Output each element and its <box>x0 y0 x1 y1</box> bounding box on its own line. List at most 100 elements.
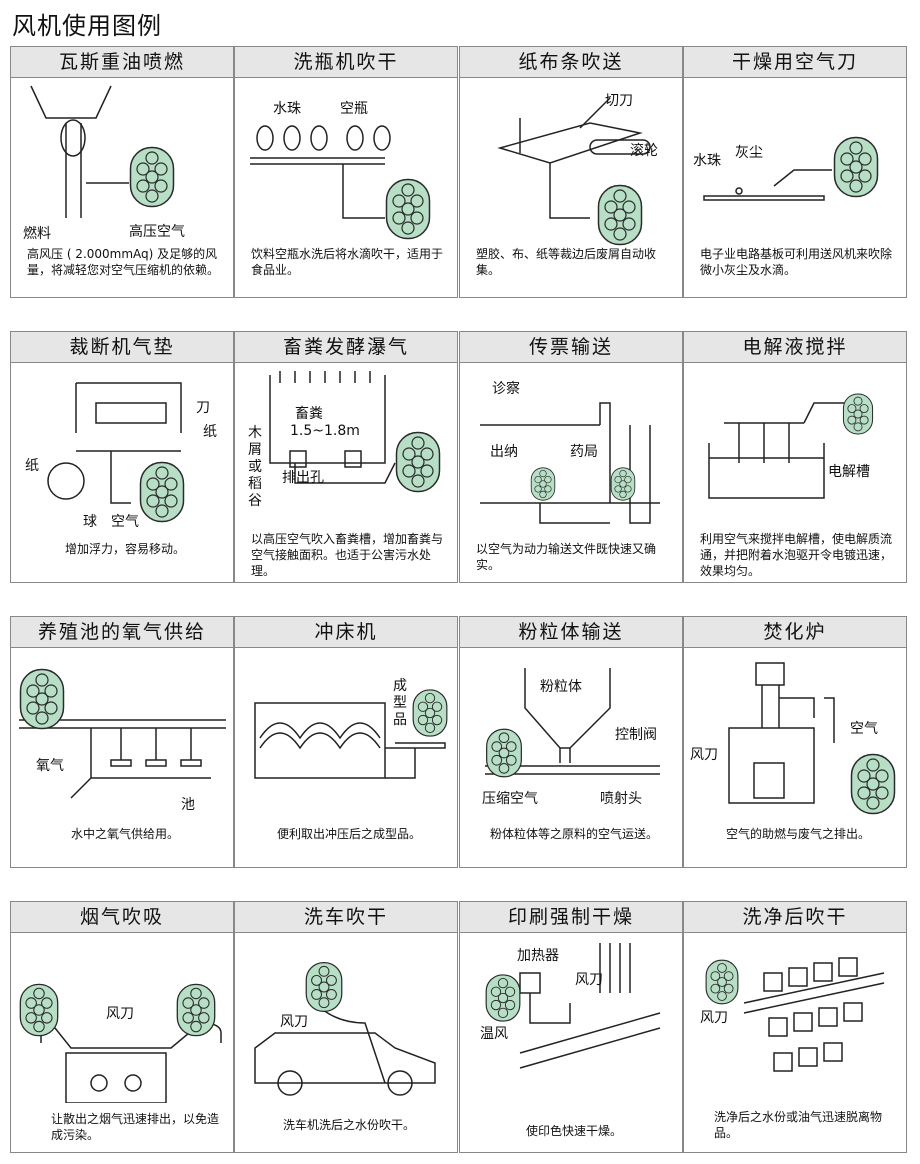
card-caption: 使印色快速干燥。 <box>525 1124 622 1138</box>
card-incinerator: 焚化炉 风刀 空气 空气的助燃与废气之排出。 <box>683 616 907 868</box>
card-print-forced-drying: 印刷强制干燥 加热器 风刀 温风 使印色快速干燥。 <box>459 901 683 1153</box>
card-title: 洗净后吹干 <box>684 902 906 933</box>
card-pond-oxygen-supply: 养殖池的氧气供给 氧气 池 水中之氧气供给用。 <box>10 616 234 868</box>
card-title: 传票输送 <box>460 332 682 363</box>
strip-diagram <box>497 97 651 219</box>
label-pond: 池 <box>181 797 195 813</box>
label-paper: 纸 <box>203 424 217 440</box>
card-caption: 塑胶、布、纸等裁边后废屑自动收集。 <box>476 247 657 277</box>
card-title: 粉粒体输送 <box>460 617 682 648</box>
card-title: 冲床机 <box>235 617 457 648</box>
card-paper-strip-conveying: 纸布条吹送 切刀 滚轮 塑胶、布、纸等裁边后废屑自动收集。 <box>459 46 683 298</box>
fan-icon <box>305 961 343 1013</box>
label-air-knife: 风刀 <box>690 747 718 763</box>
card-caption: 以高压空气吹入畜粪槽，增加畜粪与空气接触面积。也适于公害污水处理。 <box>251 532 444 578</box>
fan-icon <box>395 431 441 493</box>
card-post-wash-drying: 洗净后吹干 风刀 洗净后之水份或油气迅速脱离物品。 <box>683 901 907 1153</box>
card-gas-oil-burner: 瓦斯重油喷燃 燃料 高压空气 高风压 ( 2.000mmAq) 及足够的风量，将… <box>10 46 234 298</box>
label-dust: 灰尘 <box>735 145 763 161</box>
card-title: 干燥用空气刀 <box>684 47 906 78</box>
fan-icon <box>19 983 59 1037</box>
label-cutter: 切刀 <box>605 93 633 109</box>
card-caption: 洗车机洗后之水份吹干。 <box>282 1118 415 1132</box>
card-car-wash-drying: 洗车吹干 风刀 洗车机洗后之水份吹干。 <box>234 901 458 1153</box>
fan-icon <box>610 467 636 501</box>
card-title: 焚化炉 <box>684 617 906 648</box>
card-caption: 以空气为动力输送文件既快速又确实。 <box>476 542 657 572</box>
card-caption: 高风压 ( 2.000mmAq) 及足够的风量，将减轻您对空气压缩机的依赖。 <box>27 247 220 277</box>
electrolytic-tank-diagram <box>708 402 844 499</box>
fan-icon <box>842 393 874 435</box>
card-title: 电解液搅拌 <box>684 332 906 363</box>
air-knife-diagram <box>703 169 832 201</box>
label-consultation: 诊察 <box>492 381 520 397</box>
card-caption: 水中之氧气供给用。 <box>70 827 179 841</box>
card-caption: 电子业电路基板可利用送风机来吹除微小灰尘及水滴。 <box>700 247 893 277</box>
label-air: 空气 <box>850 721 878 737</box>
label-knife: 刀 <box>196 400 210 416</box>
card-document-conveying: 传票输送 诊察 出纳 药局 以空气为动力输送文件既快速又确实。 <box>459 331 683 583</box>
label-water-drops: 水珠 <box>693 153 721 169</box>
label-cashier: 出纳 <box>490 444 518 460</box>
label-fuel: 燃料 <box>23 226 51 242</box>
card-title: 烟气吹吸 <box>11 902 233 933</box>
fan-icon <box>705 959 739 1005</box>
card-title: 印刷强制干燥 <box>460 902 682 933</box>
card-bottle-dryer: 洗瓶机吹干 水珠 空瓶 饮料空瓶水洗后将水滴吹干，适用于食品业。 <box>234 46 458 298</box>
label-manure: 畜粪 <box>295 406 323 422</box>
incinerator-diagram <box>728 662 835 804</box>
label-compressed-air: 压缩空气 <box>482 791 538 807</box>
label-empty-bottle: 空瓶 <box>340 101 368 117</box>
label-oxygen: 氧气 <box>36 758 64 774</box>
fan-icon <box>19 668 65 730</box>
bottle-diagram <box>250 125 391 219</box>
label-warm-air: 温风 <box>480 1026 508 1042</box>
label-electrolytic-tank: 电解槽 <box>828 464 870 480</box>
card-electrolyte-stirring: 电解液搅拌 电解槽 利用空气来搅拌电解槽，使电解质流通，并把附着水泡驱开令电镀迅… <box>683 331 907 583</box>
label-depth: 1.5~1.8m <box>290 423 360 439</box>
label-powder: 粉粒体 <box>540 679 582 695</box>
fan-icon <box>530 467 556 501</box>
label-sawdust-or-rice: 木屑或稻谷 <box>248 425 262 509</box>
fan-icon <box>176 983 216 1037</box>
burner-diagram <box>30 85 129 218</box>
fan-icon <box>412 688 448 738</box>
label-ball: 球 <box>83 514 97 530</box>
card-caption: 增加浮力，容易移动。 <box>64 542 185 556</box>
card-title: 畜粪发酵瀑气 <box>235 332 457 363</box>
press-diagram <box>254 702 446 779</box>
pond-diagram <box>19 719 226 799</box>
label-heater: 加热器 <box>517 948 559 964</box>
label-air-knife: 风刀 <box>280 1014 308 1030</box>
card-title: 洗车吹干 <box>235 902 457 933</box>
fan-icon <box>485 973 521 1023</box>
card-caption: 洗净后之水份或油气迅速脱离物品。 <box>714 1110 883 1140</box>
card-caption: 粉体粒体等之原料的空气运送。 <box>489 827 658 841</box>
label-air: 空气 <box>111 514 139 530</box>
card-powder-conveying: 粉粒体输送 粉粒体 控制阀 压缩空气 喷射头 粉体粒体等之原料的空气运送。 <box>459 616 683 868</box>
card-title: 瓦斯重油喷燃 <box>11 47 233 78</box>
label-pharmacy: 药局 <box>570 444 598 460</box>
fan-icon <box>833 136 879 198</box>
fan-icon <box>385 178 431 240</box>
label-outlet-hole: 排出孔 <box>282 470 324 486</box>
label-nozzle: 喷射头 <box>600 791 642 807</box>
fan-icon <box>485 728 523 778</box>
fan-icon <box>139 461 185 523</box>
card-cutter-air-cushion: 裁断机气垫 刀 纸 纸 球 空气 增加浮力，容易移动。 <box>10 331 234 583</box>
card-caption: 利用空气来搅拌电解槽，使电解质流通，并把附着水泡驱开令电镀迅速，效果均匀。 <box>700 532 893 578</box>
card-title: 裁断机气垫 <box>11 332 233 363</box>
card-title: 纸布条吹送 <box>460 47 682 78</box>
label-control-valve: 控制阀 <box>615 727 657 743</box>
label-molded-product: 成型品 <box>393 678 407 728</box>
card-press-machine: 冲床机 成型品 便利取出冲压后之成型品。 <box>234 616 458 868</box>
card-title: 养殖池的氧气供给 <box>11 617 233 648</box>
card-title: 洗瓶机吹干 <box>235 47 457 78</box>
manure-tank-diagram <box>269 371 396 484</box>
pneumatic-tube-diagram <box>480 402 660 524</box>
cushion-diagram <box>47 382 182 504</box>
car-wash-diagram <box>254 1002 436 1096</box>
card-air-knife-drying: 干燥用空气刀 水珠 灰尘 电子业电路基板可利用送风机来吹除微小灰尘及水滴。 <box>683 46 907 298</box>
label-paper-2: 纸 <box>25 458 39 474</box>
card-smoke-extraction: 烟气吹吸 风刀 让散出之烟气迅速排出，以免造成污染。 <box>10 901 234 1153</box>
